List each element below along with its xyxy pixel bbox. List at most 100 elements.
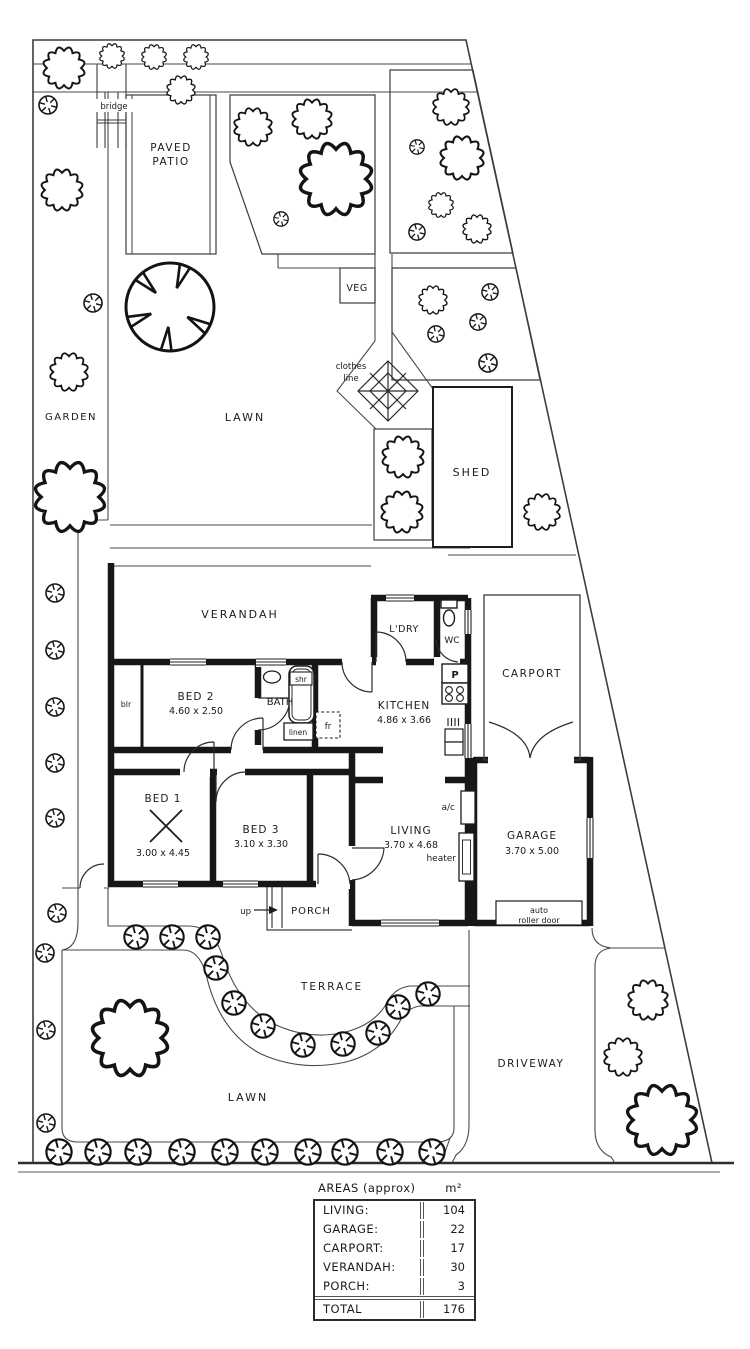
tree-icon <box>141 44 167 70</box>
shrub-icon <box>331 1138 359 1166</box>
clothesline-pocket-lines <box>336 340 377 430</box>
sink-bowl-icon <box>444 741 464 756</box>
lawn-back-label: LAWN <box>225 411 265 424</box>
up-label: up <box>240 907 251 917</box>
porch-steps-icon <box>271 887 283 928</box>
shrub-icon <box>221 990 247 1016</box>
veg-label: VEG <box>346 283 367 294</box>
window-icon <box>464 610 472 634</box>
rear-path-band <box>33 63 477 93</box>
open-canopy-tree-icon <box>124 261 216 353</box>
fridge-label: fr <box>325 722 332 732</box>
shrub-icon <box>195 924 221 950</box>
areas-table-header: AREAS (approx) m² <box>300 1181 488 1195</box>
bed2-label: BED 2 <box>178 691 215 703</box>
window-lines <box>143 594 594 927</box>
tree-icon <box>439 135 485 181</box>
sink-bowl-icon <box>444 728 464 743</box>
areas-table: AREAS (approx) m² LIVING: 104 GARAGE: 22… <box>300 1181 488 1321</box>
table-row: LIVING: 104 <box>315 1201 474 1220</box>
window-icon <box>143 880 178 888</box>
tree-icon <box>233 107 273 147</box>
plant-icon <box>45 808 65 828</box>
bed1-dims: 3.00 x 4.45 <box>136 848 190 859</box>
house <box>79 563 595 931</box>
tree-icon <box>291 98 333 140</box>
plant-icon <box>409 139 425 155</box>
side-path-lines <box>61 887 109 951</box>
living-label: LIVING <box>390 825 431 837</box>
door-swing-icon <box>183 741 215 773</box>
vegetation <box>33 43 699 1166</box>
clothes-line-symbol <box>357 360 419 422</box>
paved-patio-inner-lines <box>131 95 211 254</box>
window-icon <box>586 818 594 858</box>
door-swing-icon <box>375 631 407 663</box>
door-swing-icon <box>215 771 247 803</box>
shrub-icon <box>250 1013 276 1039</box>
shrub-icon <box>418 1138 446 1166</box>
plant-icon <box>469 313 487 331</box>
clothes-line-label-2: line <box>343 374 358 384</box>
pantry-label: P <box>451 670 458 681</box>
plant-icon <box>45 583 65 603</box>
tree-icon <box>523 493 561 531</box>
cooktop-icon <box>441 682 469 705</box>
tree-icon <box>33 460 107 534</box>
tree-icon <box>166 75 196 105</box>
plant-icon <box>45 640 65 660</box>
shrub-icon <box>45 1138 73 1166</box>
toilet-icon <box>442 609 456 627</box>
areas-table-unit: m² <box>445 1181 462 1195</box>
plant-icon <box>45 753 65 773</box>
area-row-label: VERANDAH: <box>323 1260 396 1274</box>
door-gap <box>434 657 460 667</box>
tree-icon <box>380 490 424 534</box>
area-row-label: LIVING: <box>323 1203 369 1217</box>
carport-label: CARPORT <box>502 668 562 680</box>
shrub-icon <box>123 924 149 950</box>
sink-drainer-icon <box>447 718 460 726</box>
terrace-label: TERRACE <box>300 981 363 993</box>
areas-table-title: AREAS (approx) <box>318 1181 416 1195</box>
tree-icon <box>428 192 454 218</box>
table-row: CARPORT: 17 <box>315 1239 474 1258</box>
shrub-icon <box>376 1138 404 1166</box>
door-swing-icon <box>317 853 351 885</box>
tree-icon <box>42 46 86 90</box>
area-row-label: GARAGE: <box>323 1222 379 1236</box>
toilet-cistern-icon <box>440 599 458 609</box>
bed1-label: BED 1 <box>145 793 182 805</box>
shrub-icon <box>251 1138 279 1166</box>
table-row: VERANDAH: 30 <box>315 1258 474 1277</box>
window-icon <box>386 594 414 602</box>
plant-icon <box>47 903 67 923</box>
door-gap <box>347 846 357 880</box>
door-gap <box>342 657 372 667</box>
paved-patio-label-1: PAVED <box>150 142 192 154</box>
table-total-row: TOTAL 176 <box>315 1296 474 1319</box>
shed-outline <box>432 386 513 548</box>
tree-icon <box>603 1037 643 1077</box>
doors <box>79 631 574 889</box>
shrub-icon <box>294 1138 322 1166</box>
plant-icon <box>45 697 65 717</box>
plant-icon <box>273 211 289 227</box>
area-row-value: 104 <box>420 1202 474 1219</box>
lawn-front-label: LAWN <box>228 1091 268 1104</box>
door-gap <box>316 879 350 889</box>
porch-structure <box>254 887 352 931</box>
plant-icon <box>36 1113 56 1133</box>
shrub-icon <box>159 924 185 950</box>
fixtures <box>149 599 476 882</box>
living-dims: 3.70 x 4.68 <box>384 840 438 851</box>
bed2-dims: 4.60 x 2.50 <box>169 706 223 717</box>
yard-lines <box>33 63 665 1164</box>
shower-label: shr <box>295 675 308 684</box>
burner-icon <box>456 686 464 694</box>
bridge-label: bridge <box>100 102 127 112</box>
tree-icon <box>625 1083 699 1157</box>
plant-icon <box>38 95 58 115</box>
verandah-label: VERANDAH <box>201 608 279 621</box>
window-icon <box>170 658 206 666</box>
